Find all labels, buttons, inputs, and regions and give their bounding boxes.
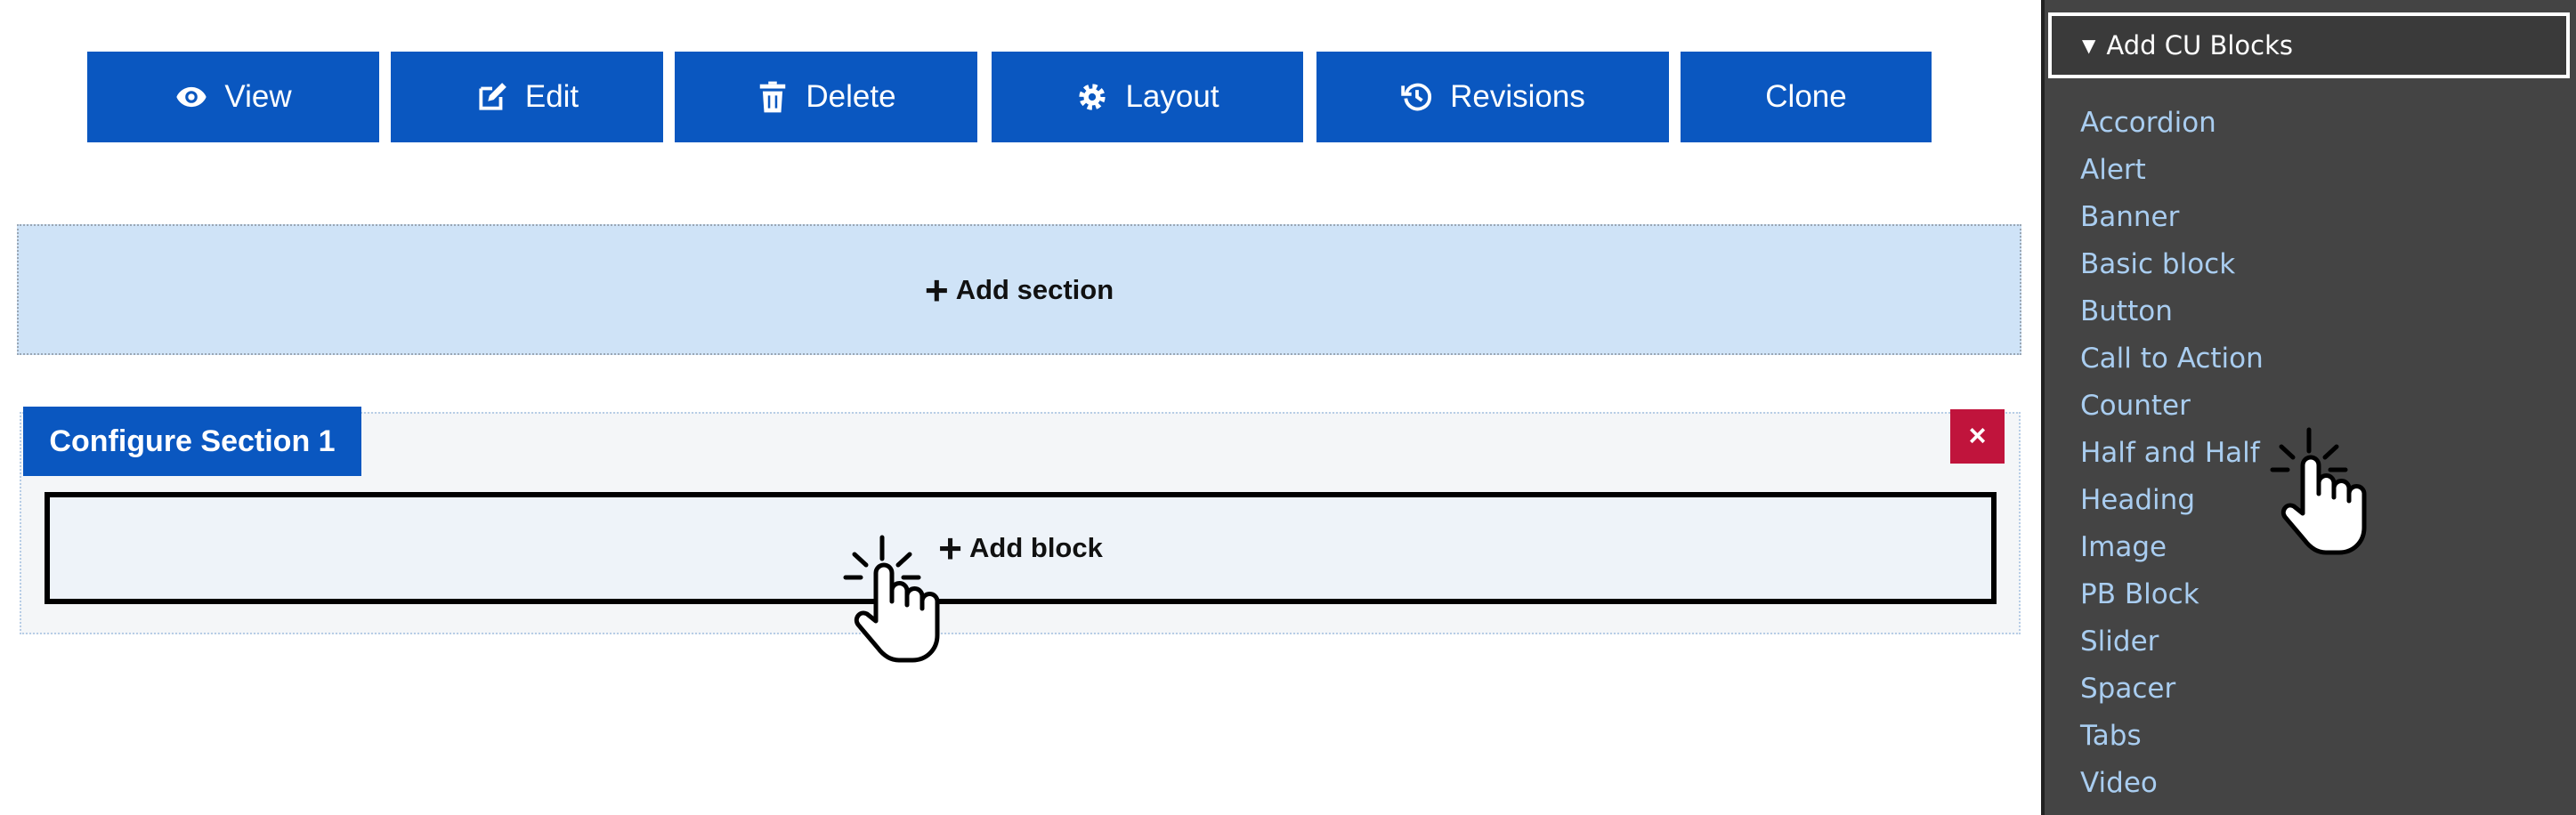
plus-icon: +	[938, 525, 963, 571]
block-list: Accordion Alert Banner Basic block Butto…	[2080, 100, 2264, 807]
block-link-call-to-action[interactable]: Call to Action	[2080, 343, 2264, 375]
configure-section-button[interactable]: Configure Section 1	[23, 407, 361, 476]
block-link-banner[interactable]: Banner	[2080, 201, 2180, 233]
add-block-button[interactable]: + Add block	[45, 492, 1997, 604]
plus-icon: +	[924, 266, 949, 313]
revisions-button-label: Revisions	[1450, 79, 1585, 114]
view-button[interactable]: View	[87, 52, 379, 142]
trash-icon	[756, 80, 790, 114]
block-link-slider[interactable]: Slider	[2080, 625, 2159, 658]
gear-icon	[1075, 80, 1109, 114]
block-link-basic-block[interactable]: Basic block	[2080, 248, 2236, 280]
revisions-button[interactable]: Revisions	[1316, 52, 1669, 142]
configure-section-label: Configure Section 1	[49, 424, 336, 458]
block-link-accordion[interactable]: Accordion	[2080, 107, 2216, 139]
clone-button[interactable]: Clone	[1681, 52, 1932, 142]
history-icon	[1400, 80, 1434, 114]
sidebar-divider	[2041, 0, 2045, 815]
remove-section-button[interactable]: ×	[1950, 409, 2005, 464]
block-link-heading[interactable]: Heading	[2080, 484, 2195, 516]
add-section-button[interactable]: + Add section	[17, 224, 2021, 355]
block-link-counter[interactable]: Counter	[2080, 390, 2191, 422]
add-cu-blocks-toggle[interactable]: ▼ Add CU Blocks	[2048, 12, 2570, 78]
edit-button-label: Edit	[524, 79, 579, 114]
block-link-image[interactable]: Image	[2080, 531, 2167, 563]
block-link-tabs[interactable]: Tabs	[2080, 720, 2142, 752]
view-button-label: View	[224, 79, 292, 114]
triangle-down-icon: ▼	[2082, 35, 2096, 56]
block-link-alert[interactable]: Alert	[2080, 154, 2146, 186]
delete-button[interactable]: Delete	[675, 52, 977, 142]
delete-button-label: Delete	[806, 79, 896, 114]
layout-button[interactable]: Layout	[992, 52, 1303, 142]
edit-button[interactable]: Edit	[391, 52, 663, 142]
block-link-button[interactable]: Button	[2080, 295, 2173, 327]
block-link-spacer[interactable]: Spacer	[2080, 673, 2176, 705]
layout-button-label: Layout	[1125, 79, 1219, 114]
add-section-label: Add section	[955, 273, 1114, 305]
block-link-pb-block[interactable]: PB Block	[2080, 578, 2199, 610]
block-link-video[interactable]: Video	[2080, 767, 2158, 799]
add-block-label: Add block	[969, 532, 1103, 563]
block-link-half-and-half[interactable]: Half and Half	[2080, 437, 2260, 469]
add-blocks-sidebar: ▼ Add CU Blocks Accordion Alert Banner B…	[2041, 0, 2576, 815]
clone-button-label: Clone	[1765, 79, 1847, 114]
sidebar-header-label: Add CU Blocks	[2106, 30, 2293, 61]
eye-icon	[174, 80, 208, 114]
pencil-square-icon	[475, 80, 509, 114]
close-icon: ×	[1968, 419, 1987, 453]
